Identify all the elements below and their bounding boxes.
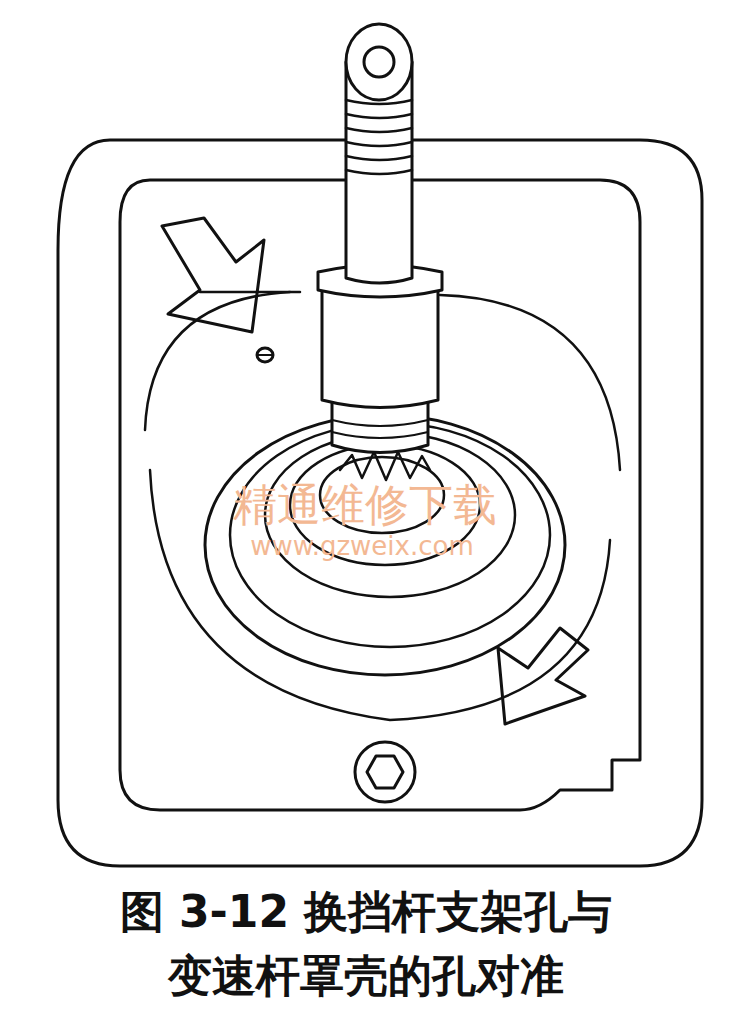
boot-edge (145, 292, 290, 430)
boot-edge (200, 291, 300, 294)
spring-coils (340, 452, 430, 480)
lever-top (346, 24, 412, 100)
watermark: 精通维修下载 (233, 476, 497, 535)
bracket-hole (258, 354, 272, 356)
bracket-hole (257, 348, 273, 362)
boot-edge (440, 295, 620, 470)
figure-caption: 图 3-12 换挡杆支架孔与 变速杆罩壳的孔对准 (66, 880, 666, 1008)
lever-neck-rings (332, 420, 428, 438)
watermark: www.gzweix.com (250, 531, 474, 561)
bracket-ring (230, 423, 550, 647)
bolt-washer (355, 742, 415, 802)
lever-collar (322, 290, 438, 408)
bolt-head (367, 756, 403, 788)
lever-grooves (346, 100, 412, 174)
bracket-ring (205, 415, 565, 675)
alignment-arrow (162, 218, 264, 332)
lever-hole (364, 47, 394, 77)
alignment-arrow (498, 628, 588, 724)
